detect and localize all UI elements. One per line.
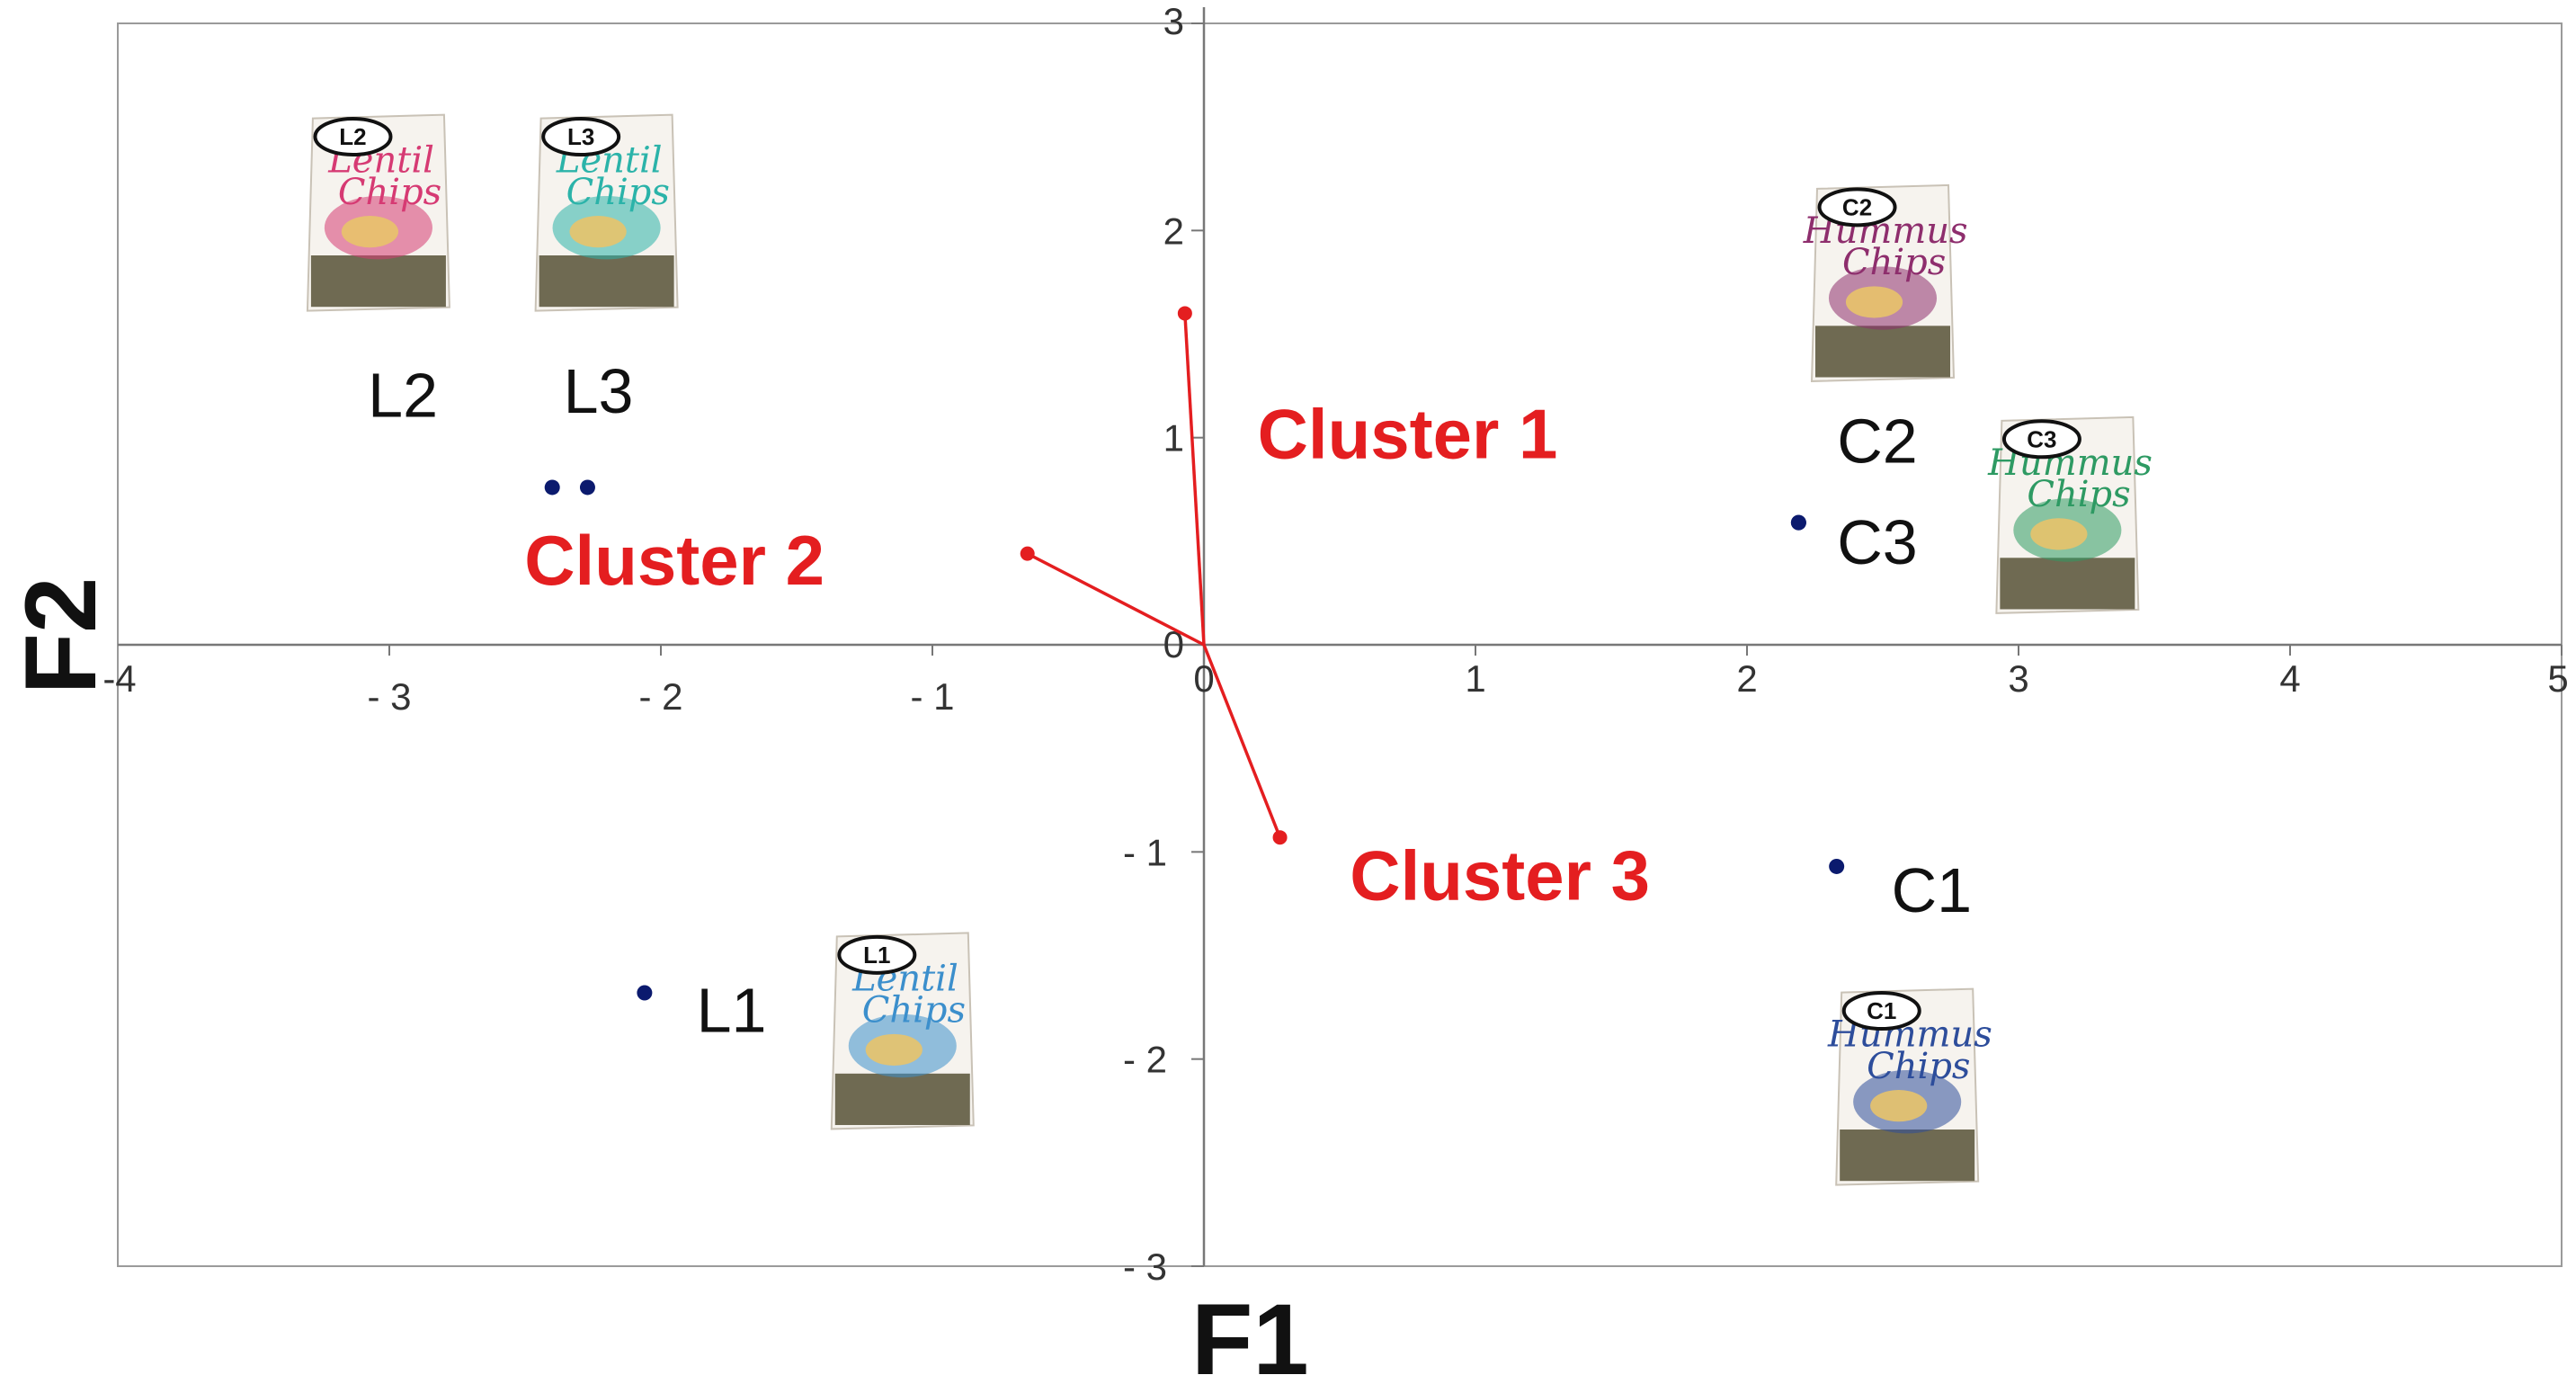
pack-id-oval — [1841, 991, 1921, 1031]
pack-bottom-band — [1840, 1130, 1975, 1182]
labels: F1 F2 Cluster 1 Cluster 2 Cluster 3 L2 L3C2C3C… — [4, 356, 1972, 1384]
pack-id-label: L2 — [339, 123, 366, 150]
y-tick-label: 2 — [1163, 210, 1184, 252]
product-points — [544, 479, 1845, 1001]
pack-chip — [1845, 286, 1903, 318]
y-tick-label: 3 — [1163, 0, 1184, 42]
pack-brand-line-2: Chips — [338, 172, 441, 213]
pack-brand-line-2: Chips — [2027, 474, 2130, 515]
x-tick-label: - 3 — [367, 675, 411, 718]
x-tick-label: 2 — [1736, 657, 1757, 700]
l3-label: L3 — [564, 356, 634, 426]
pack-id-oval — [2001, 419, 2081, 460]
pack-chip — [569, 216, 627, 248]
l2-point — [544, 479, 560, 496]
pack-id-label: C3 — [2027, 425, 2056, 452]
cluster-2-end-point — [1020, 546, 1035, 561]
cluster-3-line — [1202, 644, 1282, 838]
pack-id-label: C2 — [1842, 193, 1872, 220]
pack-bottom-band — [310, 255, 446, 308]
cluster-3-vector — [1202, 644, 1288, 845]
cluster-3-label: Cluster 3 — [1350, 835, 1650, 915]
axes — [118, 7, 2563, 1267]
x-tick-label: 1 — [1465, 657, 1485, 700]
pack-id-oval — [541, 117, 621, 157]
c3-label: C3 — [1837, 507, 1917, 577]
x-tick-label: 3 — [2008, 657, 2028, 700]
pack-id-label: C1 — [1867, 997, 1896, 1024]
tick-labels: - 3 - 2 - 1 0 1 2 3 4 5 -4 - 3 - 2 - 1 0 1 2 3 — [103, 0, 2568, 1288]
pack-id-oval — [313, 117, 393, 157]
c2-label: C2 — [1837, 406, 1917, 476]
cluster-2-label: Cluster 2 — [524, 521, 824, 600]
c1-label: C1 — [1892, 855, 1972, 925]
x-tick-label: 0 — [1193, 657, 1214, 700]
pack-id-oval — [837, 934, 917, 975]
x-tick-label-min: -4 — [103, 657, 136, 700]
pack-id-label: L1 — [863, 942, 890, 969]
cluster-3-end-point — [1272, 830, 1288, 845]
x-axis-title: F1 — [1191, 1283, 1309, 1384]
cluster-1-line — [1183, 313, 1206, 646]
cluster-vectors — [1020, 306, 1288, 845]
product-packs: LentilChipsL2LentilChipsL3HummusChipsC2H… — [306, 113, 2153, 1186]
pack-chip — [1870, 1090, 1928, 1122]
y-tick-label: - 1 — [1123, 831, 1167, 873]
x-tick-label: 4 — [2279, 657, 2300, 700]
cluster-1-label: Cluster 1 — [1258, 395, 1558, 474]
pack-brand-line-2: Chips — [1867, 1046, 1970, 1087]
y-tick-label: - 2 — [1123, 1039, 1167, 1081]
cluster-2-vector — [1020, 546, 1205, 647]
pack-bottom-band — [539, 255, 674, 308]
l1-point — [637, 985, 653, 1001]
y-axis-title: F2 — [4, 577, 117, 695]
cluster-1-vector — [1177, 306, 1206, 646]
pack-chip — [865, 1033, 923, 1067]
l3-point — [579, 479, 595, 496]
pack-bottom-band — [834, 1073, 970, 1126]
c1-point — [1829, 858, 1845, 874]
y-tick-label: - 3 — [1123, 1246, 1167, 1288]
x-tick-label: 5 — [2547, 657, 2568, 700]
x-tick-label: - 1 — [910, 675, 954, 718]
y-tick-label: 1 — [1163, 417, 1184, 460]
pack-brand-line-2: Chips — [1842, 242, 1946, 283]
pack-bottom-band — [2000, 558, 2135, 610]
pack-id-label: L3 — [567, 123, 594, 150]
pack-bottom-band — [1815, 326, 1950, 378]
l2-label: L2 — [368, 361, 438, 431]
pack-brand-line-2: Chips — [566, 172, 670, 213]
l1-label: L1 — [697, 976, 767, 1046]
pack-chip — [2030, 518, 2088, 550]
pack-id-oval — [1817, 187, 1897, 228]
y-tick-label: 0 — [1163, 623, 1184, 665]
c3-point — [1790, 514, 1806, 531]
x-tick-label: - 2 — [638, 675, 682, 718]
cluster-1-end-point — [1177, 306, 1192, 321]
pack-chip — [341, 216, 399, 248]
pack-brand-line-2: Chips — [862, 990, 966, 1031]
cluster-2-line — [1026, 552, 1205, 647]
